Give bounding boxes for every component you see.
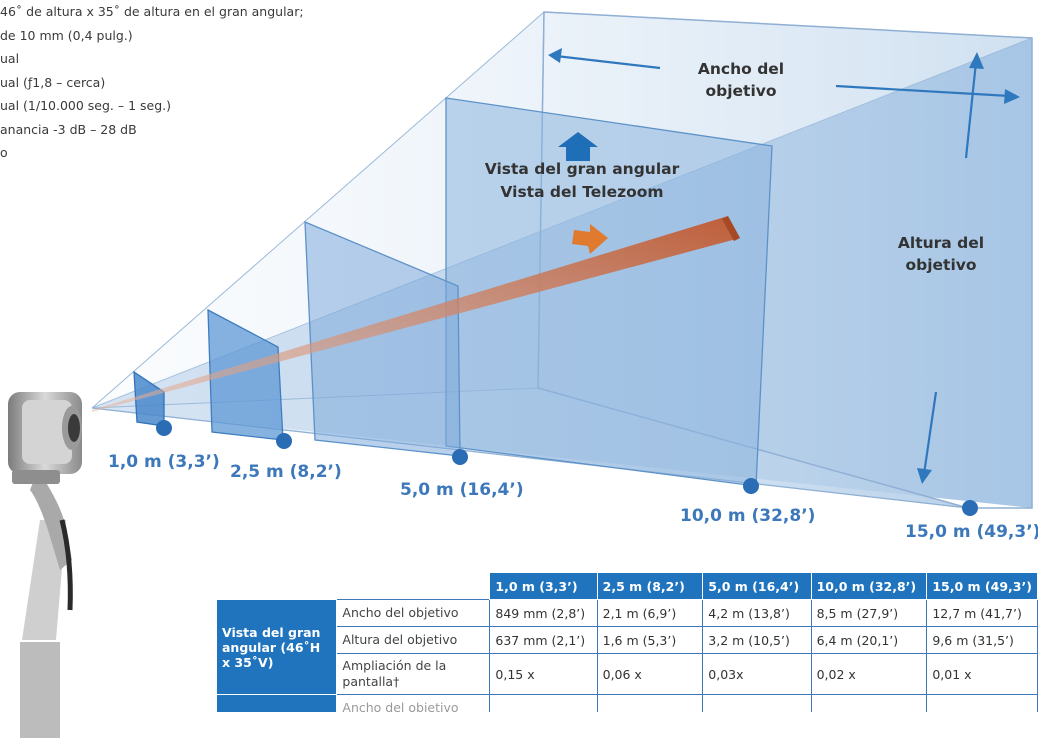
table-header: 1,0 m (3,3’) — [489, 572, 598, 600]
table-cell: 0,02 x — [810, 653, 928, 695]
table-cell: 4,2 m (13,8’) — [702, 599, 812, 627]
spec-line: ual (1/10.000 seg. – 1 seg.) — [0, 98, 172, 113]
label-wide-view: Vista del gran angular — [484, 160, 680, 178]
marker-5m — [452, 449, 468, 465]
table-cell: 0,06 x — [596, 653, 704, 695]
fov-table-container: 1,0 m (3,3’) 2,5 m (8,2’) 5,0 m (16,4’) … — [216, 572, 1038, 712]
table-cell: 8,5 m (27,9’) — [810, 599, 928, 627]
marker-1m — [156, 420, 172, 436]
table-cell: 0,03x — [702, 653, 812, 695]
label-tele-view: Vista del Telezoom — [500, 183, 664, 201]
fov-table: 1,0 m (3,3’) 2,5 m (8,2’) 5,0 m (16,4’) … — [216, 572, 1038, 712]
table-header-row: 1,0 m (3,3’) 2,5 m (8,2’) 5,0 m (16,4’) … — [217, 572, 1038, 600]
table-row-label: Ancho del objetivo — [336, 599, 491, 627]
table-cell: 0,01 x — [926, 653, 1038, 695]
table-cell: 0,15 x — [489, 653, 598, 695]
distance-label-10m: 10,0 m (32,8’) — [680, 506, 816, 526]
table-cell: 9,6 m (31,5’) — [926, 626, 1038, 654]
spec-line: anancia -3 dB – 28 dB — [0, 121, 137, 137]
spec-line: 46˚ de altura x 35˚ de altura en el gran… — [0, 4, 304, 19]
beam-body — [92, 216, 740, 412]
spec-line: o — [0, 145, 8, 160]
table-group-label: Vista del gran angular (46˚H x 35˚V) — [216, 599, 338, 695]
table-cell: 12,7 m (41,7’) — [926, 599, 1038, 627]
camera-icon — [8, 392, 82, 742]
label-target-height: Altura del objetivo — [897, 234, 985, 274]
table-row: Ampliación de la pantalla† 0,15 x 0,06 x… — [217, 653, 1038, 695]
table-row: Vista del gran angular (46˚H x 35˚V) Anc… — [216, 599, 1038, 695]
table-cell: 3,2 m (10,5’) — [702, 626, 812, 654]
table-cell: 637 mm (2,1’) — [489, 626, 598, 654]
spec-line: ual — [0, 51, 20, 66]
arrow-wide-view-icon — [558, 132, 598, 161]
table-header: 15,0 m (49,3’) — [926, 572, 1038, 600]
arrow-left-icon — [548, 48, 661, 70]
marker-15m — [962, 500, 978, 516]
distance-planes — [133, 97, 773, 487]
distance-label-2-5m: 2,5 m (8,2’) — [230, 462, 342, 482]
beam-end — [722, 216, 740, 241]
table-cell: 849 mm (2,8’) — [489, 599, 598, 627]
table-row: Ancho del objetivo — [216, 694, 1038, 712]
table-header: 5,0 m (16,4’) — [702, 572, 812, 600]
table-row-label: Altura del objetivo — [336, 626, 491, 654]
table-row-label: Ancho del objetivo — [336, 694, 491, 712]
distance-label-1m: 1,0 m (3,3’) — [108, 452, 220, 472]
table-cell: 2,1 m (6,9’) — [596, 599, 704, 627]
arrow-tele-view-icon — [572, 224, 608, 254]
distance-markers — [156, 420, 978, 516]
telezoom-beam — [92, 216, 740, 412]
arrow-right-icon — [835, 84, 1020, 104]
table-cell: 1,6 m (5,3’) — [596, 626, 704, 654]
arrow-up-icon — [964, 52, 984, 159]
arrow-down-icon — [917, 391, 938, 484]
direction-arrows — [548, 48, 1020, 484]
table-cell: 6,4 m (20,1’) — [810, 626, 928, 654]
label-target-width: Ancho del objetivo — [697, 60, 785, 100]
spec-line: ual (ƒ1,8 – cerca) — [0, 74, 106, 90]
spec-list: 46˚ de altura x 35˚ de altura en el gran… — [0, 0, 360, 165]
table-header: 10,0 m (32,8’) — [810, 572, 928, 600]
distance-label-15m: 15,0 m (49,3’) — [905, 522, 1038, 542]
table-header: 2,5 m (8,2’) — [596, 572, 704, 600]
spec-line: de 10 mm (0,4 pulg.) — [0, 27, 133, 43]
marker-10m — [743, 478, 759, 494]
table-row: Altura del objetivo 637 mm (2,1’) 1,6 m … — [217, 626, 1038, 654]
marker-2-5m — [276, 433, 292, 449]
table-row-label: Ampliación de la pantalla† — [336, 653, 491, 695]
distance-label-5m: 5,0 m (16,4’) — [400, 480, 524, 500]
